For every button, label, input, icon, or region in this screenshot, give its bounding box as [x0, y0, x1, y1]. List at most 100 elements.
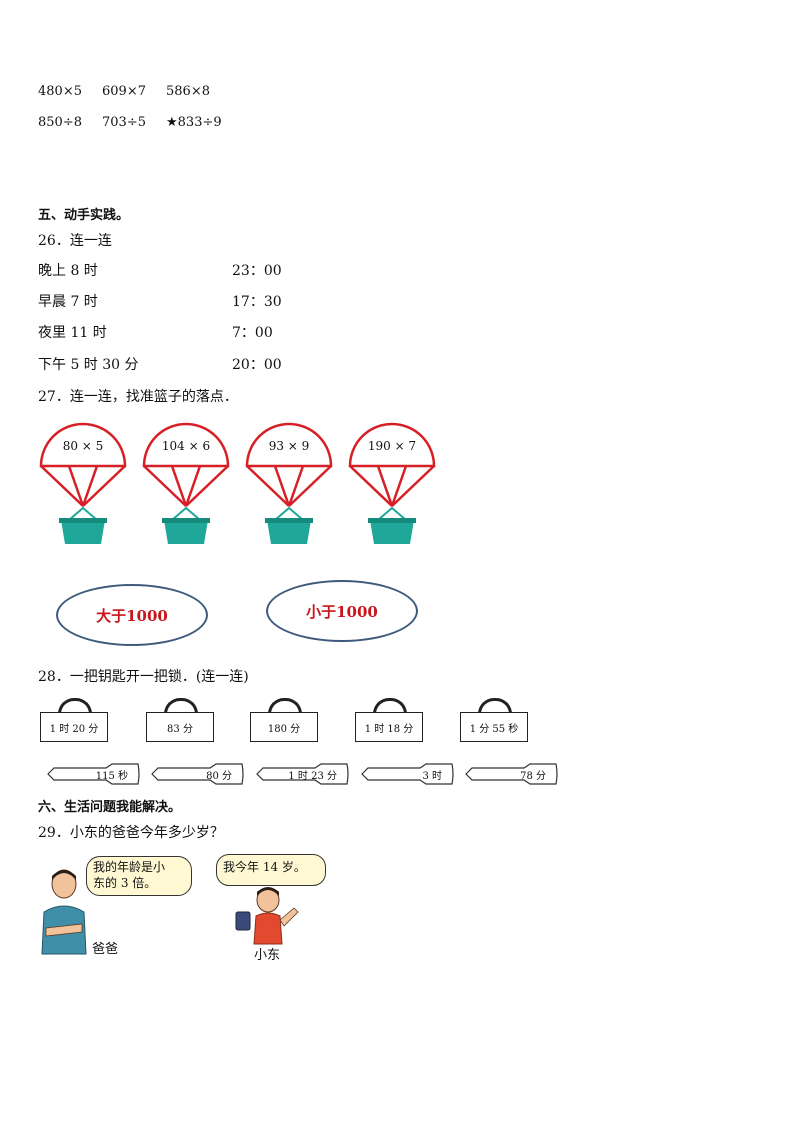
lock-label: 1 时 20 分: [40, 712, 108, 742]
calc-item: 703÷5: [102, 115, 146, 130]
time-phrase[interactable]: 晚上 8 时: [38, 263, 98, 279]
parachute-string: [81, 465, 99, 507]
basket-handle: [68, 506, 98, 521]
key-icon: [361, 763, 454, 785]
speech-line: 东的 3 倍。: [93, 876, 157, 890]
parachute-string: [143, 465, 187, 507]
lock-label: 1 时 18 分: [355, 712, 423, 742]
parachute-label: 190 × 7: [367, 439, 417, 453]
basket-handle: [171, 506, 201, 521]
key-icon: [465, 763, 558, 785]
oval-less-than-1000[interactable]: 小于1000: [266, 580, 418, 642]
basket-icon: [370, 520, 414, 544]
key-label: 80 分: [206, 771, 232, 782]
key[interactable]: 1 时 23 分: [255, 763, 349, 785]
son-speech-bubble: 我今年 14 岁。: [216, 854, 326, 886]
lock-shackle: [373, 698, 407, 723]
basket-icon: [267, 520, 311, 544]
parachute[interactable]: [39, 422, 127, 544]
calc-item: 480×5: [38, 84, 82, 99]
lock-label: 83 分: [146, 712, 214, 742]
son-label: 小东: [254, 948, 281, 963]
clock-time[interactable]: 7：00: [232, 325, 273, 341]
lock-label: 1 分 55 秒: [460, 712, 528, 742]
time-phrase[interactable]: 早晨 7 时: [38, 294, 98, 310]
key[interactable]: 80 分: [150, 763, 244, 785]
oval-greater-than-1000[interactable]: 大于1000: [56, 584, 208, 646]
section-title: 五、动手实践。: [38, 208, 130, 223]
dad-illustration: [41, 869, 87, 955]
parachute-string: [287, 465, 305, 507]
calc-item: 850÷8: [38, 115, 82, 130]
parachute-string: [246, 465, 290, 507]
speech-line: 我今年 14 岁。: [223, 860, 306, 874]
son-illustration: [235, 887, 299, 945]
parachute-string: [184, 465, 202, 507]
key[interactable]: 78 分: [464, 763, 558, 785]
time-phrase[interactable]: 下午 5 时 30 分: [38, 357, 139, 373]
lock-shackle: [164, 698, 198, 723]
parachute-string: [185, 465, 229, 507]
basket-handle: [274, 506, 304, 521]
parachute-string: [170, 465, 188, 507]
clock-time[interactable]: 17：30: [232, 294, 282, 310]
key-icon: [256, 763, 349, 785]
lock[interactable]: 180 分: [250, 698, 322, 744]
dad-speech-bubble: 我的年龄是小 东的 3 倍。: [86, 856, 192, 896]
key-label: 1 时 23 分: [288, 771, 337, 782]
question-28-title: 28．一把钥匙开一把锁．(连一连): [38, 669, 249, 685]
lock-label: 180 分: [250, 712, 318, 742]
parachute-string: [40, 465, 84, 507]
question-27-title: 27．连一连，找准篮子的落点．: [38, 389, 238, 405]
oval-label: 大于1000: [96, 606, 168, 625]
parachute[interactable]: [142, 422, 230, 544]
lock[interactable]: 1 时 18 分: [355, 698, 427, 744]
parachute-label: 104 × 6: [161, 439, 211, 453]
speech-line: 我的年龄是小: [93, 860, 166, 874]
parachute-string: [376, 465, 394, 507]
lock-shackle: [58, 698, 92, 723]
key[interactable]: 115 秒: [46, 763, 140, 785]
key-icon: [151, 763, 244, 785]
parachute-group: [39, 422, 436, 544]
parachute[interactable]: [245, 422, 333, 544]
calc-item: 609×7: [102, 84, 146, 99]
basket-handle: [377, 506, 407, 521]
question-29-title: 29．小东的爸爸今年多少岁？: [38, 825, 224, 841]
calc-item: ★833÷9: [166, 115, 222, 130]
key[interactable]: 3 时: [360, 763, 454, 785]
parachute-label: 93 × 9: [268, 439, 310, 453]
dad-label: 爸爸: [92, 942, 119, 957]
key-label: 3 时: [422, 771, 442, 782]
parachute-canopy: [245, 422, 333, 468]
lock[interactable]: 1 时 20 分: [40, 698, 112, 744]
parachute-string: [288, 465, 332, 507]
clock-time[interactable]: 20：00: [232, 357, 282, 373]
lock-shackle: [478, 698, 512, 723]
key-label: 78 分: [520, 771, 546, 782]
basket-rim: [59, 518, 107, 523]
time-phrase[interactable]: 夜里 11 时: [38, 325, 107, 341]
parachute-label: 80 × 5: [62, 439, 104, 453]
clock-time[interactable]: 23：00: [232, 263, 282, 279]
lock[interactable]: 83 分: [146, 698, 218, 744]
section-title: 六、生活问题我能解决。: [38, 800, 182, 815]
basket-rim: [265, 518, 313, 523]
basket-rim: [162, 518, 210, 523]
parachute-canopy: [142, 422, 230, 468]
parachute-canopy: [39, 422, 127, 468]
oval-label: 小于1000: [306, 602, 378, 621]
parachute-string: [82, 465, 126, 507]
basket-icon: [164, 520, 208, 544]
calc-item: 586×8: [166, 84, 210, 99]
parachute-string: [390, 465, 408, 507]
parachute-string: [273, 465, 291, 507]
parachute[interactable]: [348, 422, 436, 544]
key-icon: [47, 763, 140, 785]
parachute-canopy: [348, 422, 436, 468]
lock[interactable]: 1 分 55 秒: [460, 698, 532, 744]
parachute-string: [349, 465, 393, 507]
key-label: 115 秒: [95, 771, 128, 782]
lock-shackle: [268, 698, 302, 723]
parachute-string: [67, 465, 85, 507]
